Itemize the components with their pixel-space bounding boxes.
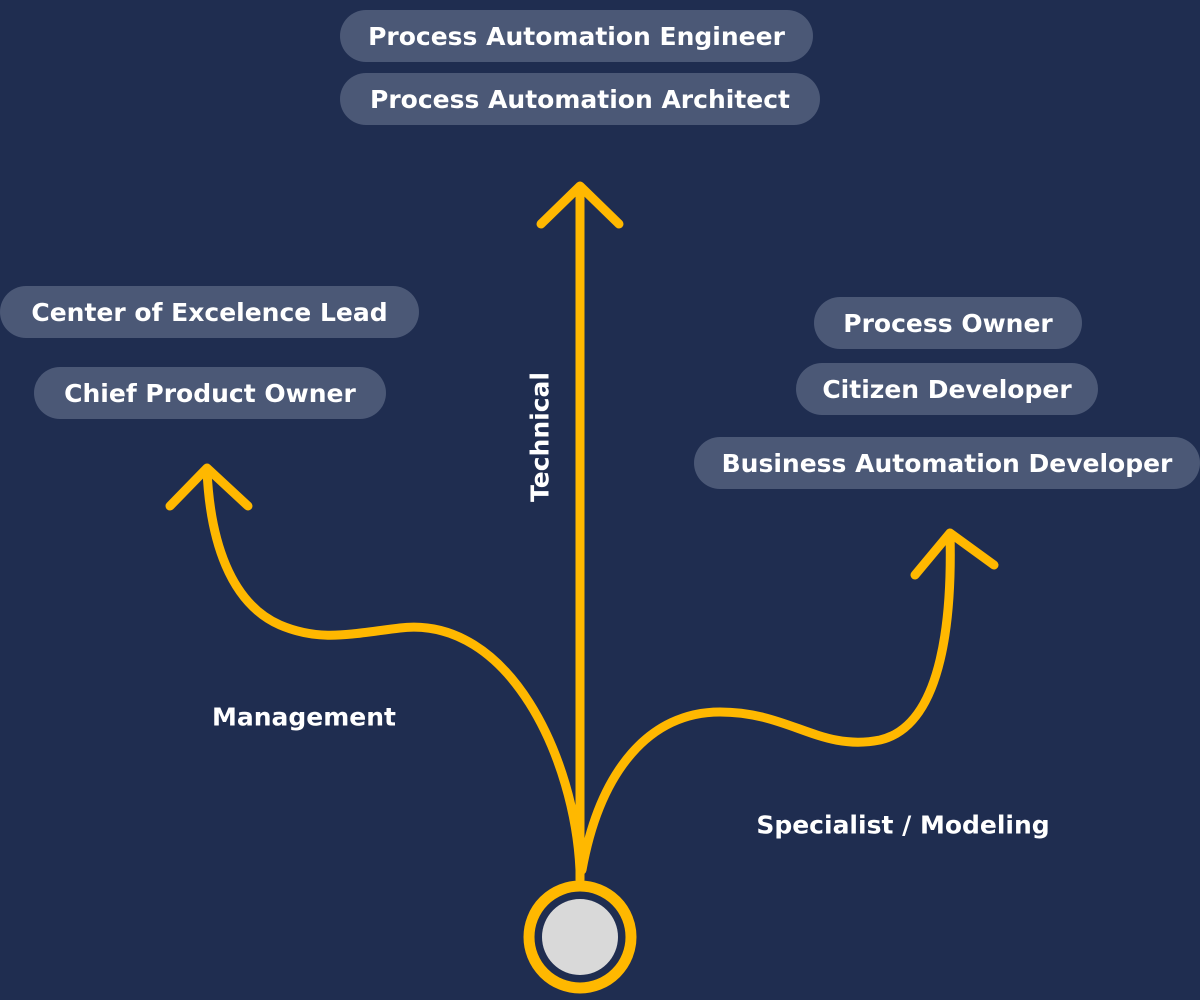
- origin-dot: [542, 899, 618, 975]
- track-label-specialist: Specialist / Modeling: [756, 810, 1050, 840]
- role-process-automation-engineer: Process Automation Engineer: [340, 10, 813, 62]
- track-label-management: Management: [211, 702, 397, 732]
- role-process-automation-architect: Process Automation Architect: [340, 73, 820, 125]
- specialist-path-arrow: [577, 528, 999, 875]
- origin-ring: [523, 880, 637, 994]
- role-center-of-excellence-lead: Center of Excelence Lead: [0, 286, 419, 338]
- track-label-technical: Technical: [525, 372, 555, 502]
- role-chief-product-owner: Chief Product Owner: [34, 367, 386, 419]
- management-path-arrow: [165, 463, 585, 875]
- technical-path-arrow: [536, 181, 624, 885]
- role-citizen-developer: Citizen Developer: [796, 363, 1098, 415]
- role-process-owner: Process Owner: [814, 297, 1082, 349]
- role-business-automation-developer: Business Automation Developer: [694, 437, 1200, 489]
